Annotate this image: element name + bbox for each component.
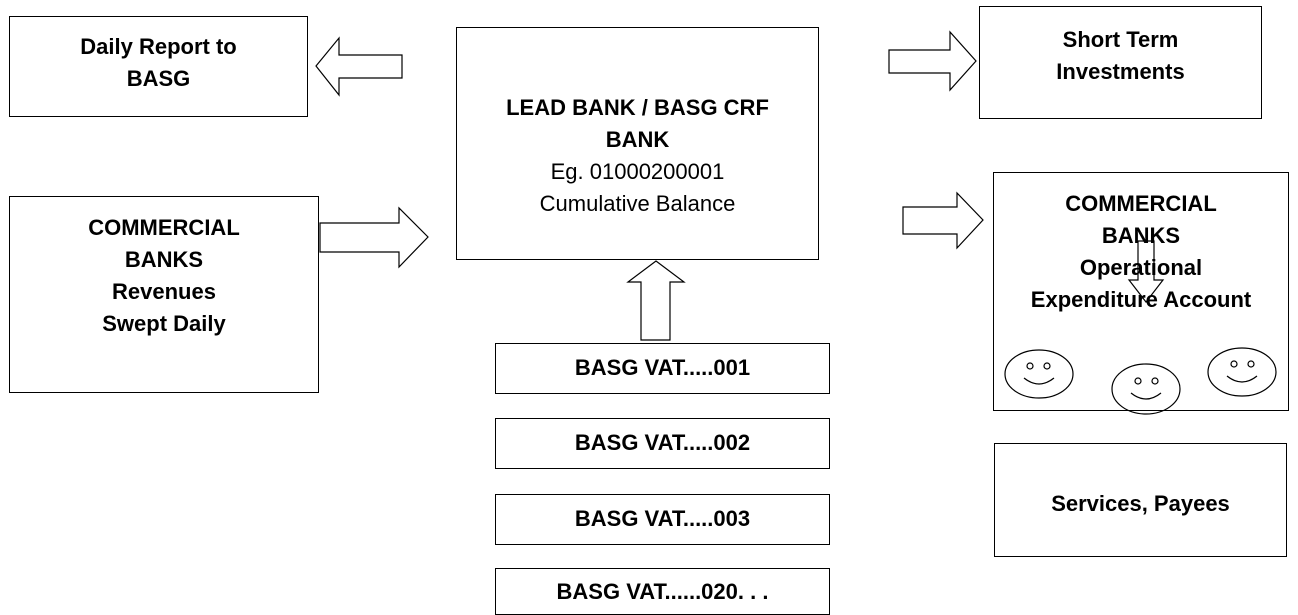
commercial-banks-operational-label: COMMERCIAL BANKS Operational Expenditure… [993,188,1289,316]
lead-bank-label: LEAD BANK / BASG CRF BANK Eg. 0100020000… [456,92,819,220]
lead-bank-line2: BANK [605,127,670,152]
short-term-investments-label: Short Term Investments [979,24,1262,88]
commercial-revenue-line1: COMMERCIAL [88,215,240,240]
short-term-line1: Short Term [1062,27,1179,52]
commercial-operational-line3: Operational [1079,255,1203,280]
vat-account-label: BASG VAT......020. . . [556,579,769,604]
daily-report-line1: Daily Report to [80,34,237,59]
lead-bank-line1: LEAD BANK / BASG CRF [506,95,769,120]
arrow-operational-down [1127,240,1165,303]
daily-report-line2: BASG [126,66,191,91]
smiley-face-icon [1004,349,1074,399]
smiley-face-icon [1207,347,1277,397]
daily-report-label: Daily Report to BASG [9,31,308,95]
vat-account-label: BASG VAT.....002 [574,430,751,455]
arrow-revenue-to-lead-bank [319,206,429,269]
commercial-revenue-line3: Revenues [112,279,216,304]
commercial-banks-operational-box [993,172,1289,411]
commercial-revenue-line4: Swept Daily [102,311,226,336]
arrow-vat-to-lead-bank [626,260,686,341]
commercial-operational-line1: COMMERCIAL [1065,191,1217,216]
commercial-operational-line4: Expenditure Account [1030,287,1252,312]
arrow-to-commercial-operational [902,191,984,250]
services-payees-box [994,443,1287,557]
vat-account-box [495,494,830,545]
vat-account-label: BASG VAT.....001 [574,355,751,380]
daily-report-box [9,16,308,117]
vat-account-box [495,343,830,394]
lead-bank-account-number: Eg. 01000200001 [550,159,725,184]
lead-bank-box [456,27,819,260]
arrow-to-daily-report [315,36,403,97]
commercial-revenue-line2: BANKS [124,247,204,272]
short-term-line2: Investments [1056,59,1185,84]
short-term-investments-box [979,6,1262,119]
commercial-banks-revenue-box [9,196,319,393]
services-payees-label: Services, Payees [1051,491,1230,516]
smiley-face-icon [1111,363,1181,415]
vat-account-box [495,418,830,469]
commercial-operational-line2: BANKS [1101,223,1181,248]
lead-bank-balance-label: Cumulative Balance [539,191,736,216]
arrow-to-short-term-investments [888,30,977,92]
commercial-banks-revenue-label: COMMERCIAL BANKS Revenues Swept Daily [9,212,319,340]
vat-account-label: BASG VAT.....003 [574,506,751,531]
